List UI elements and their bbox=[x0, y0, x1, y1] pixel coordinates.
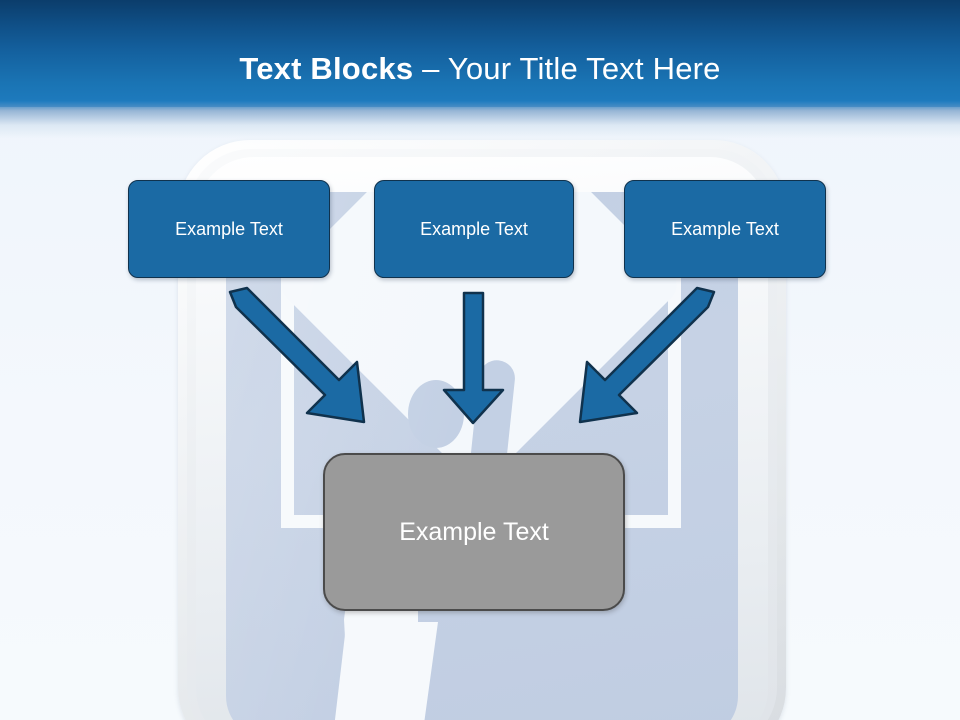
result-block[interactable]: Example Text bbox=[323, 453, 625, 611]
page-title-light: Your Title Text Here bbox=[447, 51, 721, 86]
page-title: Text Blocks – Your Title Text Here bbox=[0, 50, 960, 88]
watermark-pen-tip-shape bbox=[334, 622, 438, 720]
header-glow bbox=[0, 101, 960, 145]
header-band bbox=[0, 0, 960, 107]
text-block-3-label: Example Text bbox=[671, 218, 779, 239]
result-block-label: Example Text bbox=[399, 517, 549, 546]
page-title-separator: – bbox=[413, 51, 448, 86]
text-block-1[interactable]: Example Text bbox=[128, 180, 330, 278]
text-block-3[interactable]: Example Text bbox=[624, 180, 826, 278]
text-block-2[interactable]: Example Text bbox=[374, 180, 574, 278]
text-block-2-label: Example Text bbox=[420, 218, 528, 239]
page-title-bold: Text Blocks bbox=[239, 51, 414, 86]
watermark-circle-shape bbox=[408, 380, 464, 448]
text-block-1-label: Example Text bbox=[175, 218, 283, 239]
